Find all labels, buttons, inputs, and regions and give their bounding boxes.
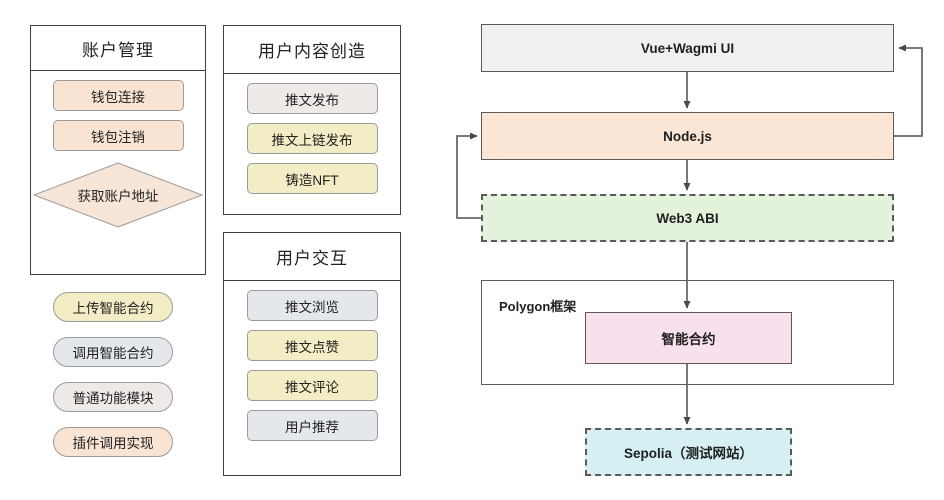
module-item[interactable]: 钱包连接	[52, 80, 184, 111]
group-box-label: Polygon框架	[499, 299, 577, 314]
module-item-label: 推文评论	[285, 379, 339, 395]
legend-pill[interactable]: 插件调用实现	[53, 427, 173, 457]
module-item-label: 推文点赞	[285, 339, 339, 355]
module-item-label: 钱包连接	[91, 89, 145, 105]
module-item[interactable]: 推文点赞	[246, 330, 378, 361]
legend-pill-label: 上传智能合约	[72, 301, 154, 316]
module-panel-title: 账户管理	[31, 26, 205, 71]
arrow-web3abi-to-nodejs-return	[456, 132, 481, 219]
module-item-label: 钱包注销	[91, 129, 145, 145]
legend-pill[interactable]: 普通功能模块	[53, 382, 173, 412]
flow-node-nodejs[interactable]: Node.js	[481, 112, 894, 160]
flow-node-label: Sepolia（测试网站）	[623, 446, 753, 461]
module-panel-body: 推文浏览推文点赞推文评论用户推荐	[224, 281, 400, 475]
module-item-label: 用户推荐	[285, 419, 339, 435]
module-item[interactable]: 钱包注销	[52, 120, 184, 151]
module-item-label: 推文浏览	[285, 299, 339, 315]
arrow-nodejs-to-ui-return	[894, 44, 923, 137]
flow-node-ui[interactable]: Vue+Wagmi UI	[481, 24, 894, 72]
module-item-label: 铸造NFT	[285, 172, 339, 188]
module-panel-account-management: 账户管理钱包连接钱包注销获取账户地址	[30, 25, 206, 275]
module-panel-user-interaction: 用户交互推文浏览推文点赞推文评论用户推荐	[223, 232, 401, 476]
legend-pill-label: 普通功能模块	[72, 391, 154, 406]
module-panel-user-content-creation: 用户内容创造推文发布推文上链发布铸造NFT	[223, 25, 401, 215]
legend-pill-label: 插件调用实现	[72, 436, 154, 451]
flow-node-sepolia[interactable]: Sepolia（测试网站）	[585, 428, 792, 476]
flow-node-smart-contract[interactable]: 智能合约	[585, 312, 792, 364]
flow-node-web3abi[interactable]: Web3 ABI	[481, 194, 894, 242]
decision-node-label: 获取账户地址	[77, 189, 159, 204]
module-panel-title: 用户内容创造	[224, 26, 400, 74]
legend-pill[interactable]: 调用智能合约	[53, 337, 173, 367]
module-item[interactable]: 推文浏览	[246, 290, 378, 321]
diamond-shape-icon	[33, 162, 203, 228]
module-panel-title: 用户交互	[224, 233, 400, 281]
module-panel-body: 钱包连接钱包注销获取账户地址	[31, 71, 205, 274]
module-item[interactable]: 铸造NFT	[246, 163, 378, 194]
decision-node[interactable]: 获取账户地址	[33, 162, 203, 228]
flow-node-label: 智能合约	[661, 332, 716, 347]
flow-node-label: Web3 ABI	[656, 210, 719, 226]
module-item[interactable]: 推文评论	[246, 370, 378, 401]
module-item[interactable]: 推文上链发布	[246, 123, 378, 154]
legend-pill-label: 调用智能合约	[72, 346, 154, 361]
module-item[interactable]: 推文发布	[246, 83, 378, 114]
flow-node-label: Node.js	[663, 128, 712, 144]
module-item-label: 推文上链发布	[271, 132, 353, 148]
module-item[interactable]: 用户推荐	[246, 410, 378, 441]
module-item-label: 推文发布	[285, 92, 339, 108]
legend-pill[interactable]: 上传智能合约	[53, 292, 173, 322]
flow-node-label: Vue+Wagmi UI	[640, 40, 735, 56]
module-panel-body: 推文发布推文上链发布铸造NFT	[224, 74, 400, 214]
